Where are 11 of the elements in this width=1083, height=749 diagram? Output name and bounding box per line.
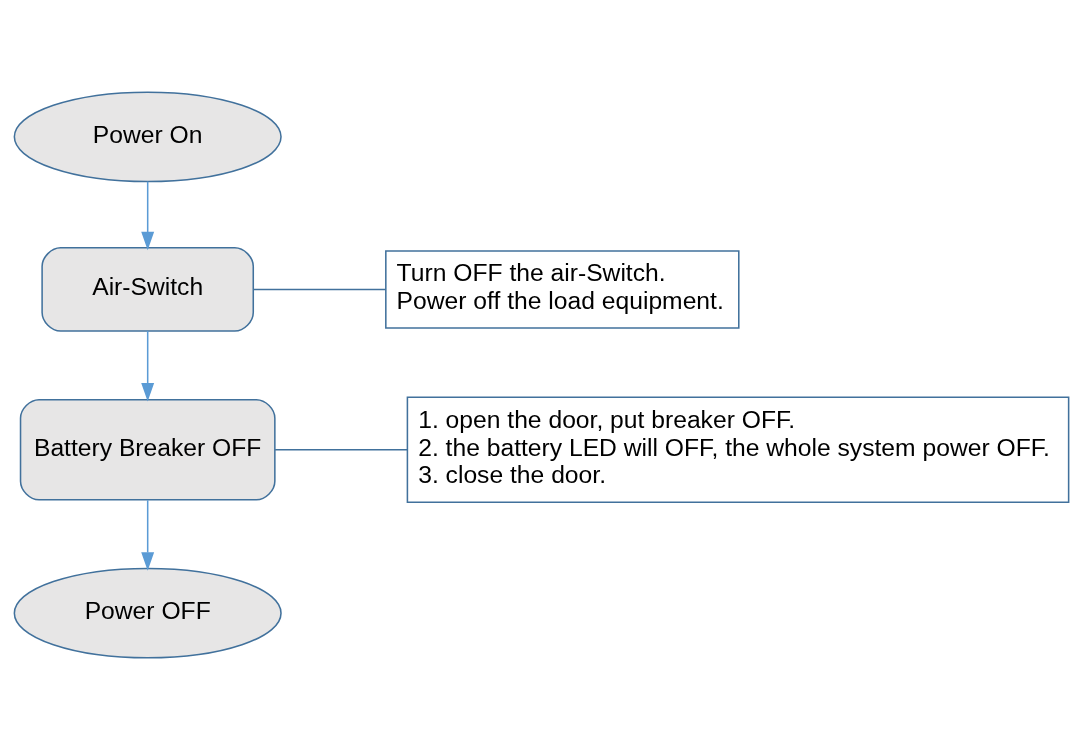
arrow bbox=[141, 499, 155, 571]
connector bbox=[252, 288, 387, 290]
arrow bbox=[141, 180, 155, 250]
node-box: Turn OFF the air-Switch. Power off the load equipment. bbox=[385, 249, 740, 329]
arrow bbox=[141, 329, 155, 402]
node-box: 1. open the door, put breaker OFF. 2. the battery LED will OFF, the whole system power OFF. 3. close the door. bbox=[406, 396, 1070, 503]
node-ellipse: Power On bbox=[13, 90, 282, 182]
node-box: Air-Switch bbox=[41, 246, 255, 332]
connector bbox=[274, 448, 408, 450]
node-box: Battery Breaker OFF bbox=[19, 398, 276, 501]
node-ellipse: Power OFF bbox=[13, 567, 282, 659]
